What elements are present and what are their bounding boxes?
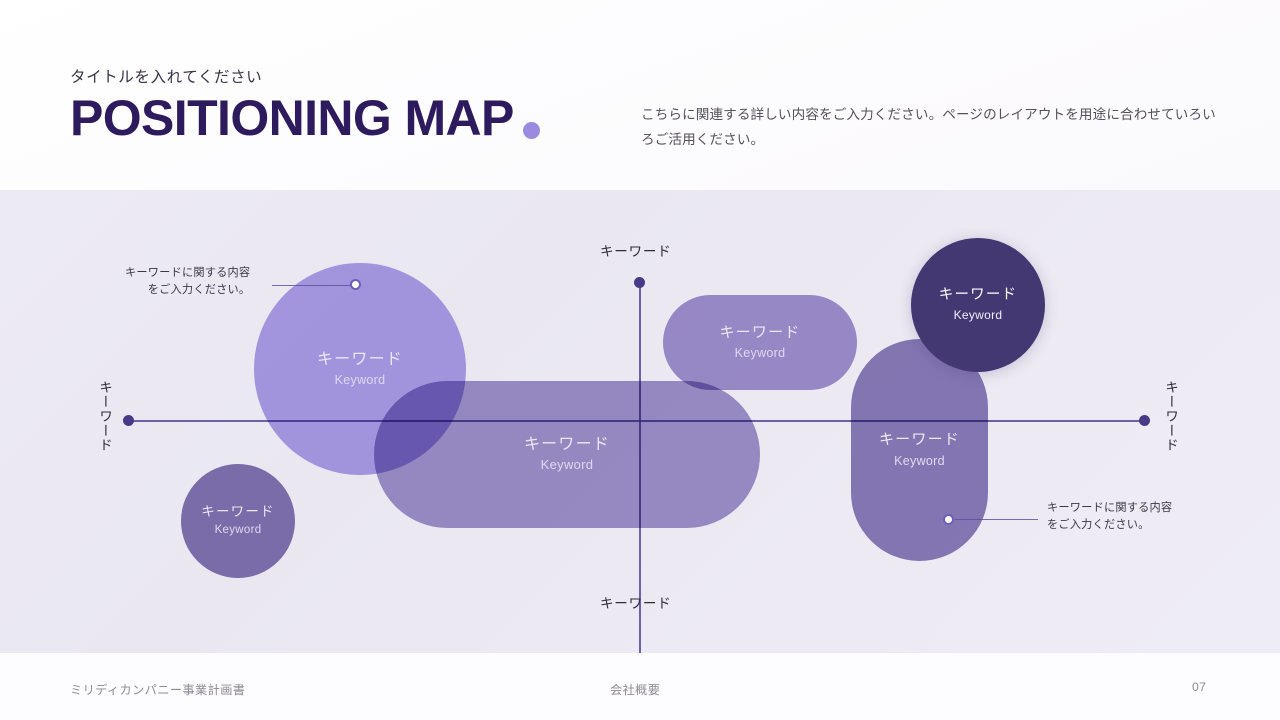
callout-left-line2: をご入力ください。 xyxy=(147,284,251,297)
footer-section-title: 会社概要 xyxy=(610,683,661,697)
callout-right-line2: をご入力ください。 xyxy=(1047,519,1150,532)
bubble-label-jp: キーワード xyxy=(523,435,610,453)
bubble-label-en: Keyword xyxy=(953,307,1003,322)
map-bubble[interactable]: キーワード Keyword xyxy=(374,381,760,528)
bubble-label-jp: キーワード xyxy=(878,431,960,449)
bubble-label-en: Keyword xyxy=(894,453,945,468)
callout-right-line1: キーワードに関する内容 xyxy=(1047,502,1173,514)
callout-right-marker-icon[interactable] xyxy=(943,514,954,525)
axis-label-right: キーワード xyxy=(1163,380,1178,453)
footer-page-number: 07 xyxy=(1192,680,1207,694)
slide-header: タイトルを入れてください POSITIONING MAP こちらに関連する詳しい… xyxy=(0,0,1280,190)
map-bubble[interactable]: キーワード Keyword xyxy=(181,464,295,578)
title-row: POSITIONING MAP xyxy=(70,92,540,145)
bubble-label-en: Keyword xyxy=(540,457,594,473)
callout-left-line1: キーワードに関する内容 xyxy=(125,267,251,279)
page-title: POSITIONING MAP xyxy=(70,90,514,147)
callout-left-text: キーワードに関する内容 をご入力ください。 xyxy=(125,265,250,300)
bubble-label-en: Keyword xyxy=(734,346,786,361)
axis-label-bottom: キーワード xyxy=(600,596,672,611)
map-bubble[interactable]: キーワード Keyword xyxy=(851,339,988,561)
positioning-map-panel: キーワード キーワード キーワード キーワード キーワード Keyword キー… xyxy=(0,190,1280,653)
bubble-label-jp: キーワード xyxy=(719,323,801,341)
callout-right-leader-line xyxy=(955,519,1038,521)
bubble-label-en: Keyword xyxy=(214,524,262,537)
axis-endpoint-dot-right-icon xyxy=(1139,415,1150,426)
callout-left-leader-line xyxy=(272,285,353,287)
axis-label-top: キーワード xyxy=(600,244,672,259)
map-bubble[interactable]: キーワード Keyword xyxy=(663,295,857,390)
map-bubble[interactable]: キーワード Keyword xyxy=(911,238,1045,372)
axis-endpoint-dot-left-icon xyxy=(123,415,134,426)
callout-left-marker-icon[interactable] xyxy=(350,279,361,290)
header-title-block: タイトルを入れてください POSITIONING MAP xyxy=(70,68,540,145)
bubble-label-jp: キーワード xyxy=(201,504,275,520)
eyebrow-text: タイトルを入れてください xyxy=(70,69,263,86)
footer-document-title: ミリディカンパニー事業計画書 xyxy=(70,683,246,697)
callout-right-text: キーワードに関する内容 をご入力ください。 xyxy=(1047,500,1172,535)
bubble-label-jp: キーワード xyxy=(938,287,1018,304)
header-description: こちらに関連する詳しい内容をご入力ください。ページのレイアウトを用途に合わせてい… xyxy=(641,107,1216,148)
axis-endpoint-dot-top-icon xyxy=(634,277,645,288)
bubble-label-jp: キーワード xyxy=(316,350,403,368)
title-accent-dot-icon xyxy=(522,121,540,139)
axis-label-left: キーワード xyxy=(97,380,112,453)
slide-footer: ミリディカンパニー事業計画書 会社概要 07 xyxy=(0,653,1280,720)
bubble-label-en: Keyword xyxy=(334,373,386,388)
